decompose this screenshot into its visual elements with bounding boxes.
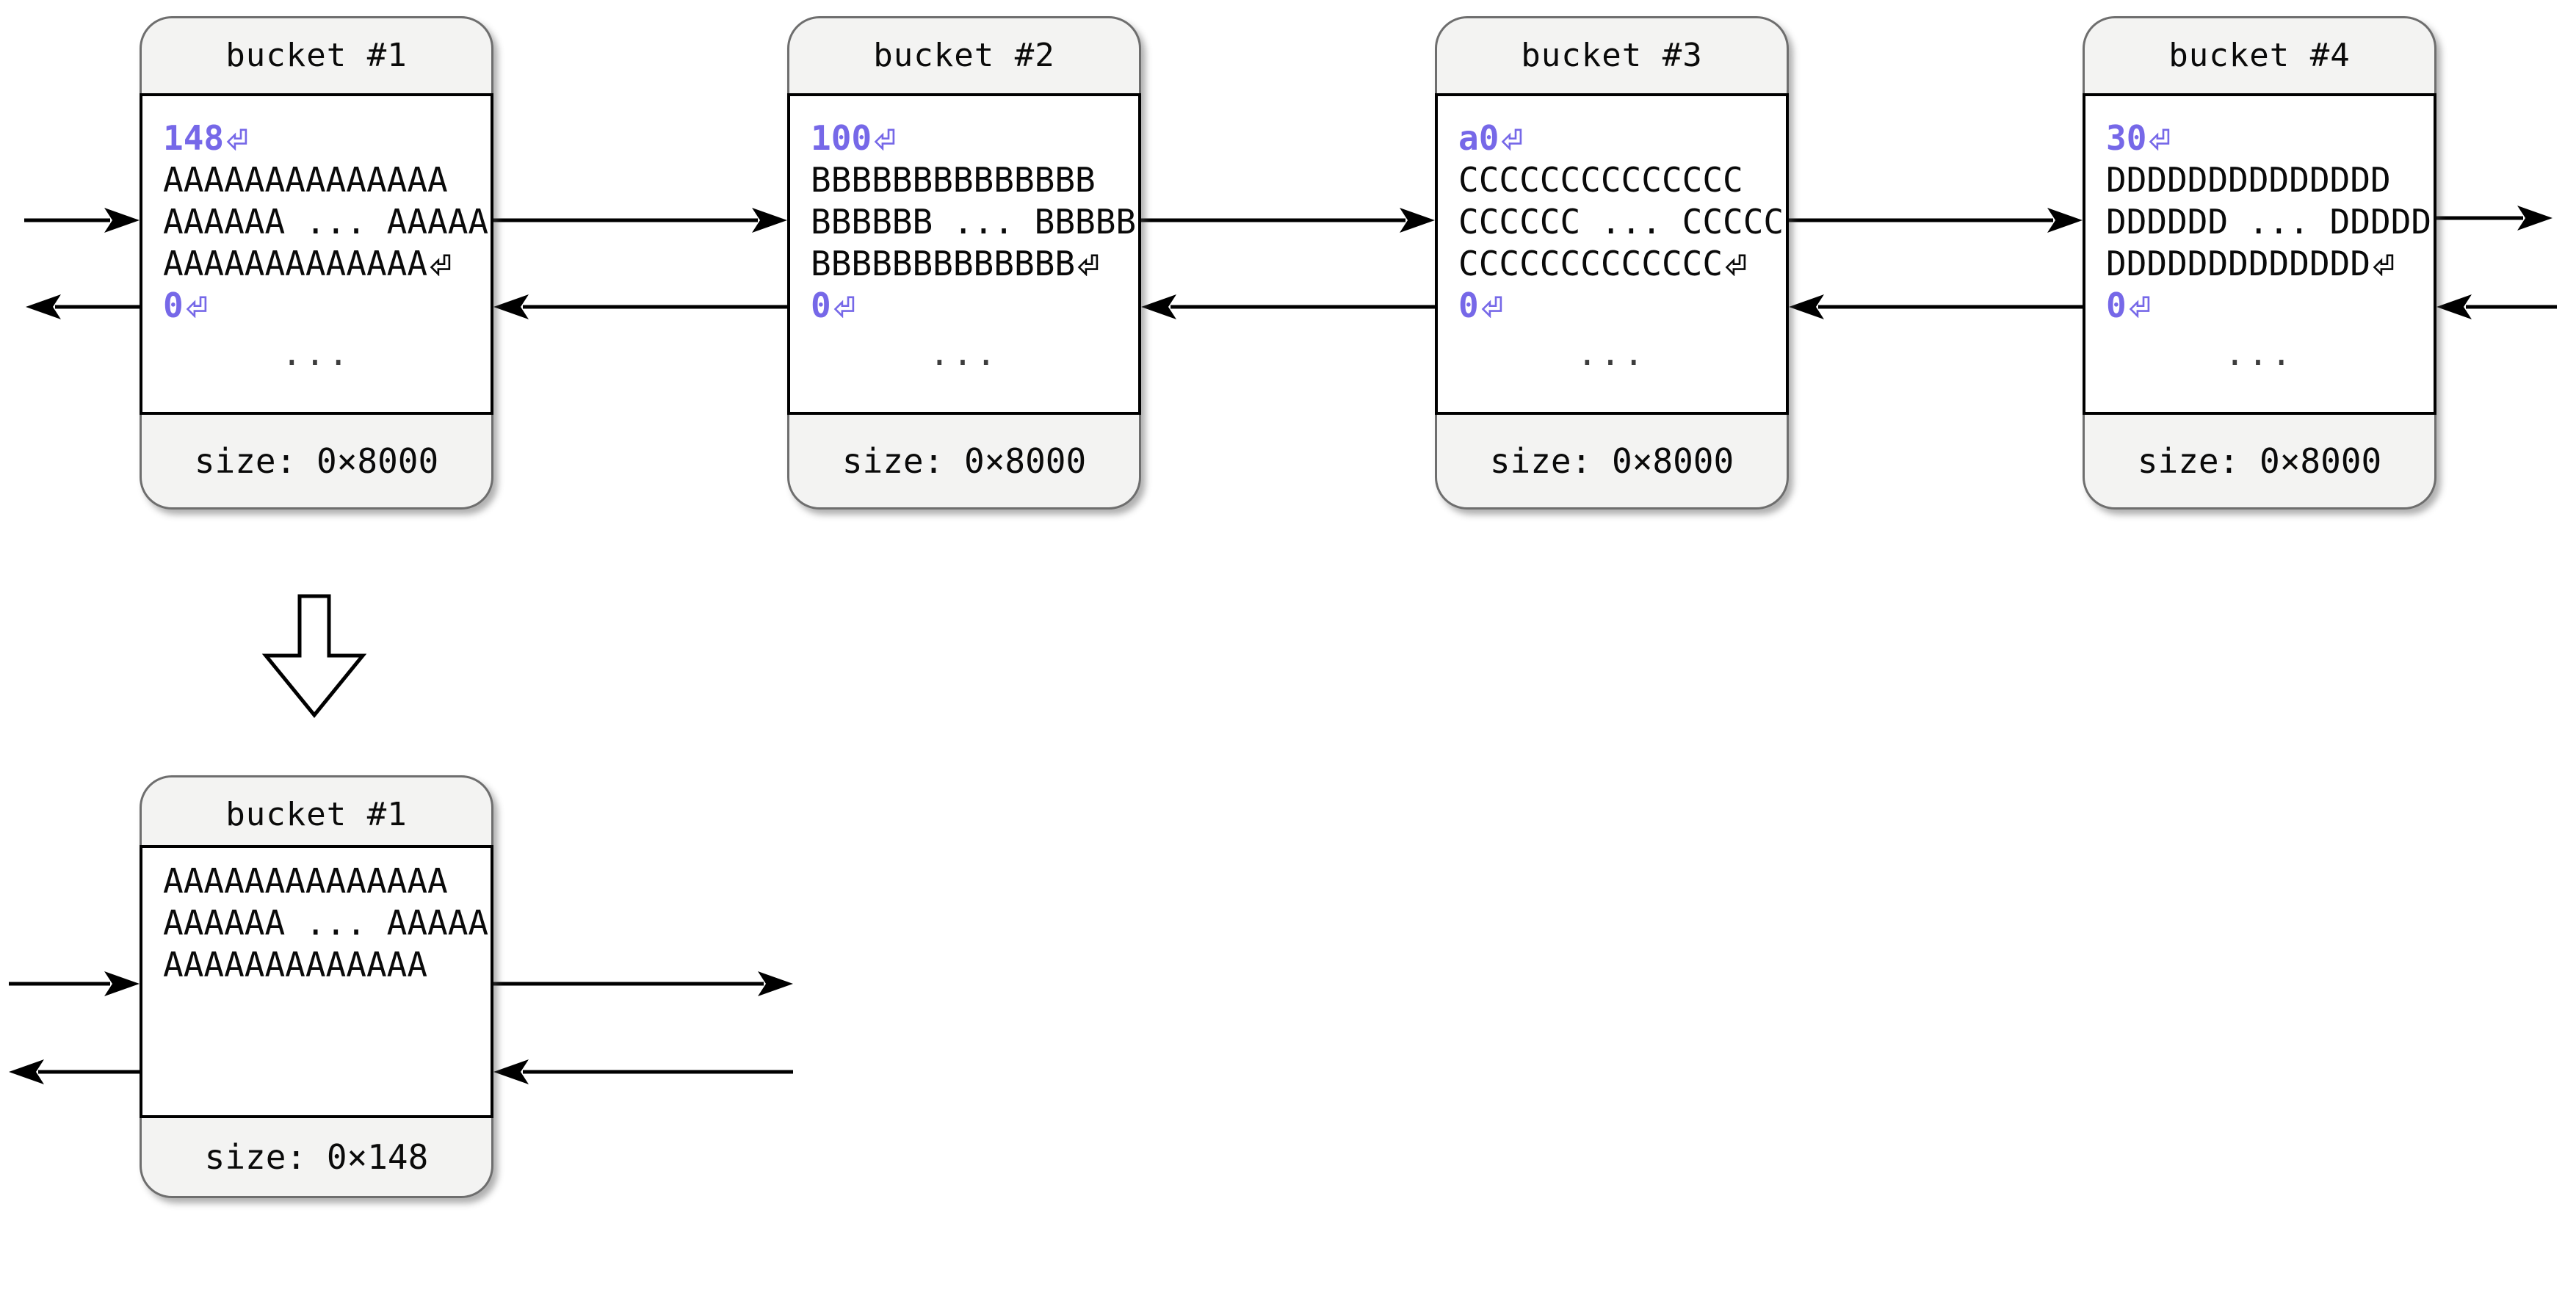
bucket-1-result: bucket #1 AAAAAAAAAAAAAA AAAAAA ... AAAA… [140,775,493,1198]
return-icon [1725,253,1746,276]
bucket-size-label: size: 0×8000 [842,441,1087,481]
arrow-bucket3-to-bucket4 [1789,208,2083,233]
bucket-title: bucket #2 [873,36,1055,74]
ellipsis: ... [281,333,352,373]
bucket-body: AAAAAAAAAAAAAA AAAAAA ... AAAAA AAAAAAAA… [140,845,493,1118]
bucket-body: a0 CCCCCCCCCCCCCC CCCCCC ... CCCCC CCCCC… [1435,93,1789,415]
return-icon [874,128,895,151]
chunk-data-line: AAAAAAAAAAAAA [142,242,491,284]
arrow-out-of-bucket4 [2436,206,2553,231]
chunk-data-line: AAAAAA ... AAAAA [163,902,489,943]
ellipsis: ... [1577,333,1647,373]
chunk-next-size-value: 0 [1458,285,1479,325]
chunk-data-text: DDDDDDDDDDDDD [2106,243,2371,283]
chunk-next-size: 0 [1438,284,1786,326]
chunk-prev-size: a0 [1438,117,1786,159]
return-icon [430,253,451,276]
chunk-data-line: CCCCCC ... CCCCC [1458,201,1784,242]
return-icon [2149,128,2170,151]
bucket-size-label: size: 0×8000 [1489,441,1734,481]
chunk-data-text: AAAAAAAAAAAAA [163,243,428,283]
chunk-data-line: DDDDDD ... DDDDD [2106,201,2432,242]
arrow-into-result-bucket [9,971,140,996]
chunk-data-line: DDDDDDDDDDDDD [2085,242,2434,284]
bucket-size-label: size: 0×8000 [194,441,439,481]
chunk-data-text: BBBBBBBBBBBBB [811,243,1076,283]
chunk-prev-size-value: 100 [811,117,872,158]
arrow-bucket4-to-bucket3-back [1789,294,2083,319]
chunk-prev-size-value: 30 [2106,117,2147,158]
bucket-body: 100 BBBBBBBBBBBBBB BBBBBB ... BBBBB BBBB… [787,93,1141,415]
bucket-title: bucket #1 [225,36,408,74]
bucket-size-label: size: 0×148 [204,1137,429,1177]
return-icon [226,128,247,151]
bucket-2: bucket #2 100 BBBBBBBBBBBBBB BBBBBB ... … [787,16,1141,510]
bucket-1: bucket #1 148 AAAAAAAAAAAAAA AAAAAA ... … [140,16,493,510]
arrow-into-bucket4-back [2436,294,2557,319]
chunk-next-size-value: 0 [811,285,831,325]
arrow-bucket3-to-bucket2-back [1141,294,1435,319]
return-icon [186,295,206,318]
chunk-prev-size-value: a0 [1458,117,1499,158]
chunk-data-line: DDDDDDDDDDDDDD [2106,159,2391,200]
bucket-body: 30 DDDDDDDDDDDDDD DDDDDD ... DDDDD DDDDD… [2083,93,2436,415]
chunk-next-size-value: 0 [163,285,184,325]
arrow-bucket1-to-bucket2 [493,208,787,233]
return-icon [2373,253,2394,276]
arrow-result-bucket-forward [493,971,793,996]
return-icon [833,295,854,318]
chunk-data-line: BBBBBBBBBBBBB [790,242,1138,284]
bucket-body: 148 AAAAAAAAAAAAAA AAAAAA ... AAAAA AAAA… [140,93,493,415]
chunk-data-line: AAAAAAAAAAAAA [163,944,428,985]
bucket-4: bucket #4 30 DDDDDDDDDDDDDD DDDDDD ... D… [2083,16,2436,510]
chunk-data-text: CCCCCCCCCCCCC [1458,243,1723,283]
ellipsis: ... [2224,333,2295,373]
bucket-title: bucket #3 [1521,36,1703,74]
down-arrow-icon [261,594,367,718]
return-icon [2129,295,2149,318]
chunk-data-line: AAAAAAAAAAAAAA [163,159,448,200]
chunk-next-size: 0 [142,284,491,326]
arrow-into-bucket1 [24,208,140,233]
arrow-out-of-result-bucket-back [9,1059,140,1084]
arrow-out-of-bucket1-back [26,294,140,319]
chunk-next-size-value: 0 [2106,285,2127,325]
bucket-3: bucket #3 a0 CCCCCCCCCCCCCC CCCCCC ... C… [1435,16,1789,510]
chunk-next-size: 0 [2085,284,2434,326]
chunk-prev-size: 100 [790,117,1138,159]
chunk-prev-size-value: 148 [163,117,225,158]
arrow-bucket2-to-bucket1-back [493,294,787,319]
return-icon [1077,253,1099,276]
chunk-data-line: AAAAAAAAAAAAAA [163,860,448,901]
return-icon [1502,128,1522,151]
ellipsis: ... [929,333,999,373]
chunk-prev-size: 30 [2085,117,2434,159]
bucket-size-label: size: 0×8000 [2137,441,2382,481]
chunk-prev-size: 148 [142,117,491,159]
chunk-data-line: CCCCCCCCCCCCC [1438,242,1786,284]
arrow-into-result-bucket-back [493,1059,793,1084]
chunk-data-line: AAAAAA ... AAAAA [163,201,489,242]
chunk-data-line: BBBBBBBBBBBBBB [811,159,1096,200]
bucket-title: bucket #1 [225,795,408,833]
chunk-data-line: BBBBBB ... BBBBB [811,201,1137,242]
arrow-bucket2-to-bucket3 [1141,208,1435,233]
chunk-next-size: 0 [790,284,1138,326]
bucket-title: bucket #4 [2168,36,2351,74]
chunk-data-line: CCCCCCCCCCCCCC [1458,159,1743,200]
return-icon [1481,295,1502,318]
